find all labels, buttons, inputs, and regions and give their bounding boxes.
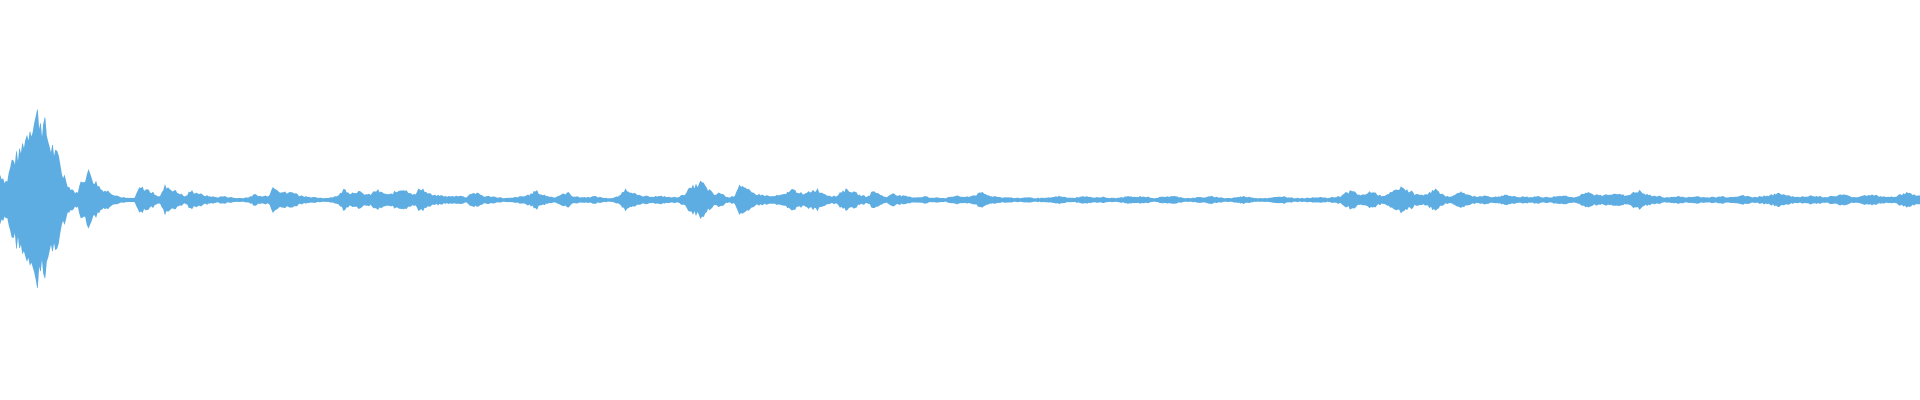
waveform-shape	[0, 109, 1920, 288]
